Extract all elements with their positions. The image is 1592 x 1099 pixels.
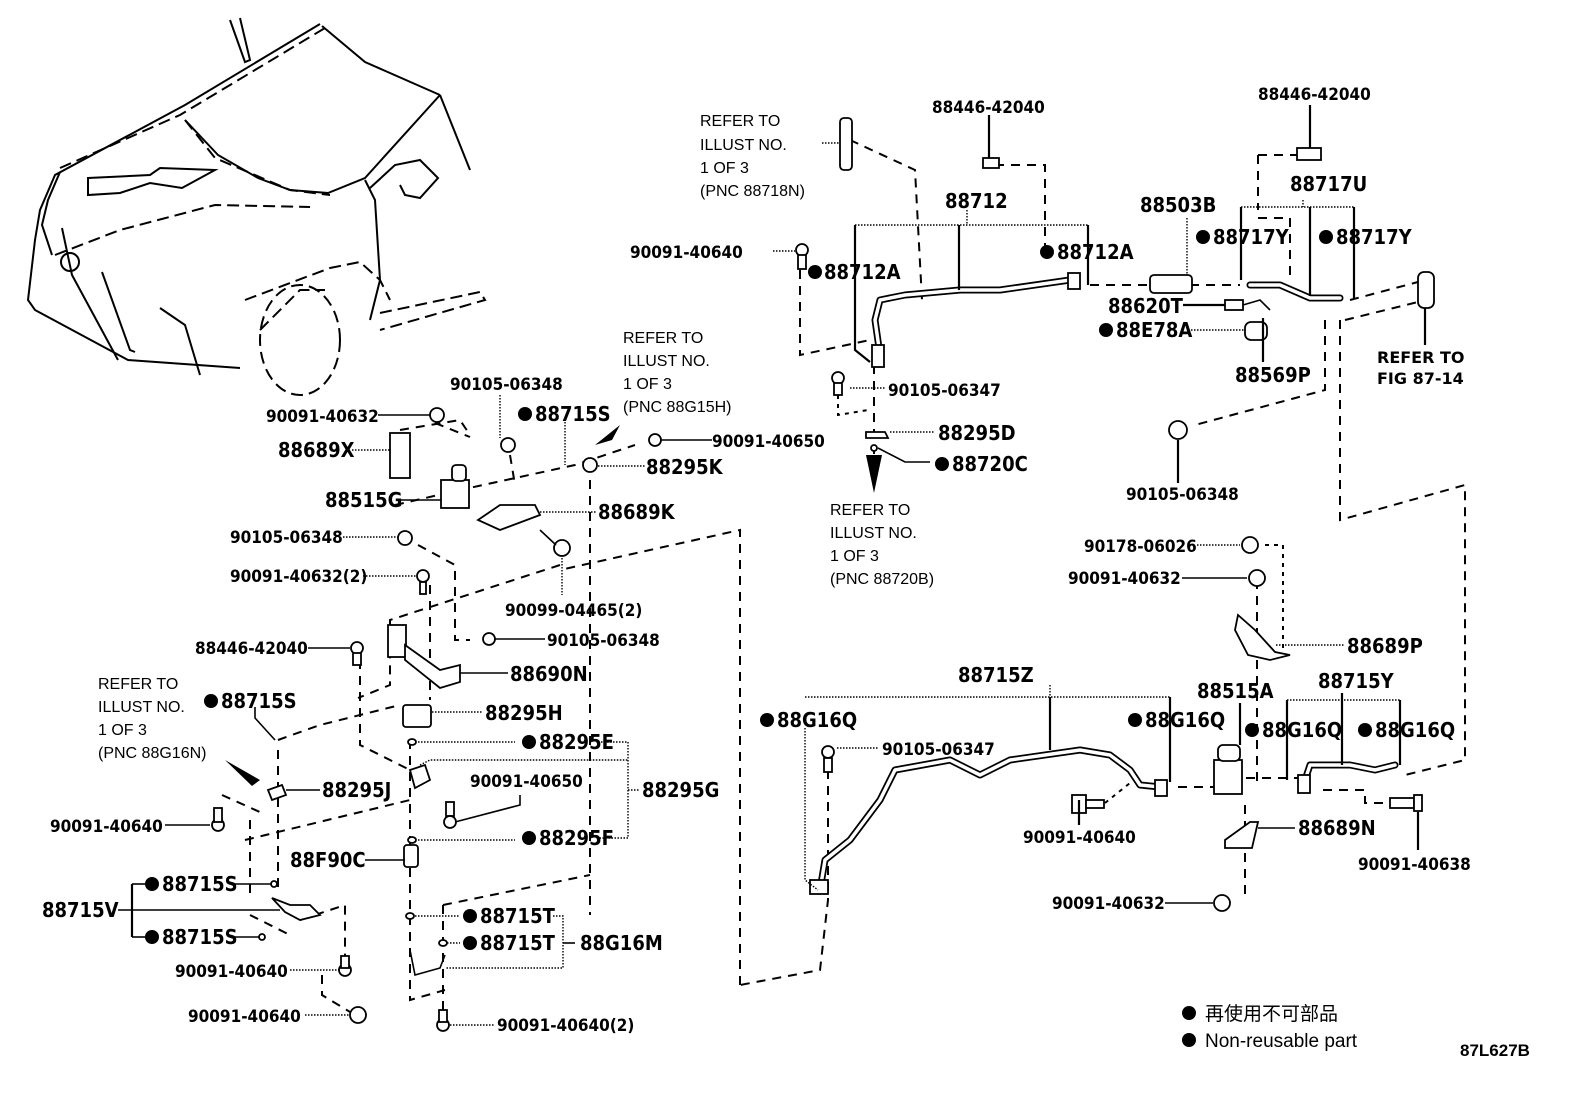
part-88715V[interactable]: 88715V — [42, 898, 119, 922]
non-reusable-bullet — [1128, 713, 1142, 727]
part-88717U[interactable]: 88717U — [1290, 172, 1367, 196]
part-88446-42040[interactable]: 88446-42040 — [195, 639, 308, 659]
part-90105-06347[interactable]: 90105-06347 — [882, 740, 995, 760]
part-88295E[interactable]: 88295E — [539, 730, 614, 754]
legend-text-jp: 再使用不可部品 — [1205, 1003, 1338, 1025]
part-88712[interactable]: 88712 — [945, 189, 1008, 213]
non-reusable-bullet — [463, 909, 477, 923]
part-88G16Q[interactable]: 88G16Q — [1145, 708, 1225, 732]
non-reusable-bullet — [1040, 245, 1054, 259]
part-90091-40632[interactable]: 90091-40632 — [1052, 894, 1165, 914]
non-reusable-bullet — [1196, 230, 1210, 244]
part-90091-40650[interactable]: 90091-40650 — [470, 772, 583, 792]
part-90091-40640[interactable]: 90091-40640 — [50, 817, 163, 837]
non-reusable-bullet — [1358, 723, 1372, 737]
part-88295F[interactable]: 88295F — [539, 826, 614, 850]
part-90105-06348[interactable]: 90105-06348 — [230, 528, 343, 548]
non-reusable-bullet — [204, 694, 218, 708]
non-reusable-bullet — [1099, 323, 1113, 337]
part-90105-06347[interactable]: 90105-06347 — [888, 381, 1001, 401]
non-reusable-bullet — [145, 930, 159, 944]
part-90178-06026[interactable]: 90178-06026 — [1084, 537, 1197, 557]
part-88G16Q[interactable]: 88G16Q — [1375, 718, 1455, 742]
part-90091-40638[interactable]: 90091-40638 — [1358, 855, 1471, 875]
part-88690N[interactable]: 88690N — [510, 662, 588, 686]
part-90091-40632-qty2[interactable]: 90091-40632(2) — [230, 567, 367, 587]
part-90105-06348[interactable]: 90105-06348 — [450, 375, 563, 395]
part-88689N[interactable]: 88689N — [1298, 816, 1376, 840]
part-88503B[interactable]: 88503B — [1140, 193, 1216, 217]
part-90091-40640[interactable]: 90091-40640 — [630, 243, 743, 263]
part-88689X[interactable]: 88689X — [278, 438, 355, 462]
vehicle-illustration — [26, 17, 487, 396]
non-reusable-bullet — [522, 735, 536, 749]
part-88G16Q[interactable]: 88G16Q — [777, 708, 857, 732]
part-90091-40640[interactable]: 90091-40640 — [175, 962, 288, 982]
part-88717Y[interactable]: 88717Y — [1213, 225, 1290, 249]
non-reusable-bullet — [808, 265, 822, 279]
legend-bullet-icon — [1182, 1033, 1196, 1047]
part-88E78A[interactable]: 88E78A — [1116, 318, 1192, 342]
part-88569P[interactable]: 88569P — [1235, 363, 1311, 387]
part-88712A[interactable]: 88712A — [824, 260, 901, 284]
part-90091-40640-qty2[interactable]: 90091-40640(2) — [497, 1016, 634, 1036]
part-90105-06348[interactable]: 90105-06348 — [1126, 485, 1239, 505]
part-90091-40650[interactable]: 90091-40650 — [712, 432, 825, 452]
part-88295J[interactable]: 88295J — [322, 778, 391, 802]
legend-text-en: Non-reusable part — [1205, 1031, 1358, 1052]
part-88715Z[interactable]: 88715Z — [958, 663, 1034, 687]
part-88515A[interactable]: 88515A — [1197, 679, 1274, 703]
part-88717Y[interactable]: 88717Y — [1336, 225, 1413, 249]
part-88446-42040[interactable]: 88446-42040 — [932, 98, 1045, 118]
part-88295G[interactable]: 88295G — [642, 778, 719, 802]
non-reusable-bullet — [935, 457, 949, 471]
part-90091-40632[interactable]: 90091-40632 — [1068, 569, 1181, 589]
part-88689P[interactable]: 88689P — [1347, 634, 1423, 658]
non-reusable-bullet — [518, 407, 532, 421]
figure-id: 87L627B — [1460, 1041, 1530, 1060]
part-88720C[interactable]: 88720C — [952, 452, 1028, 476]
part-88715T[interactable]: 88715T — [480, 931, 556, 955]
part-88295D[interactable]: 88295D — [938, 421, 1016, 445]
part-88715S[interactable]: 88715S — [162, 872, 238, 896]
part-90091-40640[interactable]: 90091-40640 — [188, 1007, 301, 1027]
part-90091-40640[interactable]: 90091-40640 — [1023, 828, 1136, 848]
leader-lines — [118, 105, 1427, 1026]
part-88295H[interactable]: 88295H — [485, 701, 563, 725]
part-90099-04465-qty2[interactable]: 90099-04465(2) — [505, 601, 642, 621]
part-88712A[interactable]: 88712A — [1057, 240, 1134, 264]
non-reusable-bullet — [1319, 230, 1333, 244]
part-88295K[interactable]: 88295K — [646, 455, 724, 479]
part-88715T[interactable]: 88715T — [480, 904, 556, 928]
part-88515G[interactable]: 88515G — [325, 488, 402, 512]
part-88715S[interactable]: 88715S — [221, 689, 297, 713]
legend: 再使用不可部品 Non-reusable part 87L627B — [1182, 1003, 1530, 1060]
part-graphics — [211, 117, 1435, 1032]
part-88715Y[interactable]: 88715Y — [1318, 669, 1395, 693]
non-reusable-bullet — [522, 831, 536, 845]
part-90105-06348[interactable]: 90105-06348 — [547, 631, 660, 651]
part-90091-40632[interactable]: 90091-40632 — [266, 407, 379, 427]
part-88689K[interactable]: 88689K — [598, 500, 676, 524]
non-reusable-bullet — [463, 936, 477, 950]
non-reusable-bullet — [760, 713, 774, 727]
non-reusable-bullet — [145, 877, 159, 891]
part-88G16M[interactable]: 88G16M — [580, 931, 663, 955]
part-88620T[interactable]: 88620T — [1108, 294, 1184, 318]
part-88715S[interactable]: 88715S — [535, 402, 611, 426]
part-88446-42040[interactable]: 88446-42040 — [1258, 85, 1371, 105]
part-88G16Q[interactable]: 88G16Q — [1262, 718, 1342, 742]
non-reusable-bullet — [1245, 723, 1259, 737]
legend-bullet-icon — [1182, 1006, 1196, 1020]
part-88F90C[interactable]: 88F90C — [290, 848, 366, 872]
part-88715S[interactable]: 88715S — [162, 925, 238, 949]
